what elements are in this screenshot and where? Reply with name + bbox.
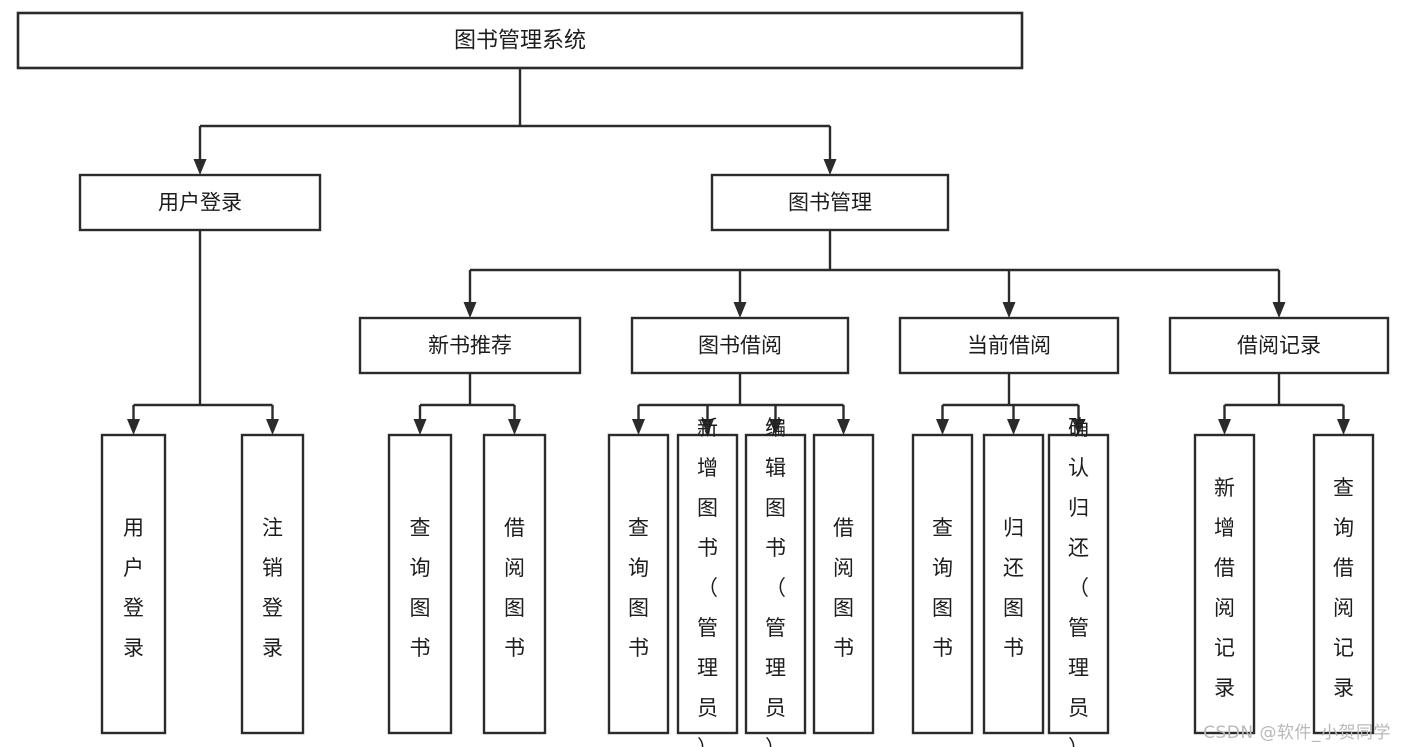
node-label-leaf-add-book-admin: 新增图书（管理员） — [697, 416, 718, 747]
arrow-head-icon — [413, 419, 427, 435]
arrow-head-icon — [1272, 302, 1286, 318]
node-label-leaf-borrow-book-1: 借阅图书 — [504, 516, 525, 660]
node-leaf-confirm-return-admin[interactable]: 确认归还（管理员） — [1047, 416, 1110, 747]
node-box-leaf-query-borrow-record[interactable] — [1312, 433, 1375, 735]
node-box-leaf-borrow-book-1[interactable] — [482, 433, 547, 735]
node-box-book-borrow[interactable] — [630, 316, 850, 375]
node-box-leaf-add-borrow-record[interactable] — [1193, 433, 1256, 735]
node-label-leaf-edit-book-admin: 编辑图书（管理员） — [765, 416, 786, 747]
node-label-user-login: 用户登录 — [158, 191, 242, 215]
node-label-leaf-add-borrow-record: 新增借阅记录 — [1214, 476, 1235, 700]
node-label-leaf-user-logout: 注销登录 — [262, 516, 283, 660]
arrow-head-icon — [508, 419, 521, 435]
edges-from-borrow-record — [1218, 373, 1350, 435]
arrow-head-icon — [769, 419, 782, 435]
node-root[interactable]: 图书管理系统 — [16, 11, 1024, 70]
node-box-leaf-confirm-return-admin[interactable] — [1047, 433, 1110, 735]
node-leaf-query-book-3[interactable]: 查询图书 — [911, 433, 974, 735]
node-leaf-borrow-book-1[interactable]: 借阅图书 — [482, 433, 547, 735]
node-leaf-edit-book-admin[interactable]: 编辑图书（管理员） — [744, 416, 807, 747]
node-label-new-book-recommend: 新书推荐 — [428, 334, 512, 358]
arrow-head-icon — [701, 419, 714, 435]
arrow-head-icon — [266, 419, 279, 435]
node-leaf-add-borrow-record[interactable]: 新增借阅记录 — [1193, 433, 1256, 735]
node-label-borrow-record: 借阅记录 — [1237, 334, 1321, 358]
node-leaf-query-book-1[interactable]: 查询图书 — [387, 433, 453, 735]
node-box-borrow-record[interactable] — [1168, 316, 1390, 375]
node-box-leaf-return-book[interactable] — [982, 433, 1045, 735]
node-leaf-borrow-book-2[interactable]: 借阅图书 — [812, 433, 875, 735]
connector-layer — [127, 68, 1350, 435]
node-label-leaf-query-book-2: 查询图书 — [628, 516, 649, 660]
node-label-leaf-borrow-book-2: 借阅图书 — [833, 516, 854, 660]
node-label-current-borrow: 当前借阅 — [967, 334, 1051, 358]
node-label-book-manage: 图书管理 — [788, 191, 872, 215]
arrow-head-icon — [733, 302, 747, 318]
arrow-head-icon — [463, 302, 477, 318]
arrow-head-icon — [632, 419, 645, 435]
node-borrow-record[interactable]: 借阅记录 — [1168, 316, 1390, 375]
edges-from-user-login — [127, 230, 279, 435]
node-box-leaf-user-login[interactable] — [100, 433, 167, 735]
node-box-current-borrow[interactable] — [898, 316, 1120, 375]
node-layer: 图书管理系统用户登录图书管理新书推荐图书借阅当前借阅借阅记录用户登录注销登录查询… — [16, 11, 1390, 747]
edges-from-book-borrow — [632, 373, 850, 435]
node-label-book-borrow: 图书借阅 — [698, 334, 782, 358]
node-leaf-user-logout[interactable]: 注销登录 — [240, 433, 305, 735]
node-current-borrow[interactable]: 当前借阅 — [898, 316, 1120, 375]
node-user-login[interactable]: 用户登录 — [78, 173, 322, 232]
node-box-user-login[interactable] — [78, 173, 322, 232]
node-book-borrow[interactable]: 图书借阅 — [630, 316, 850, 375]
arrow-head-icon — [1072, 419, 1085, 435]
node-box-leaf-borrow-book-2[interactable] — [812, 433, 875, 735]
arrow-head-icon — [1002, 302, 1016, 318]
node-box-leaf-edit-book-admin[interactable] — [744, 433, 807, 735]
node-box-root[interactable] — [16, 11, 1024, 70]
edges-from-root — [193, 68, 837, 175]
arrow-head-icon — [823, 159, 837, 175]
node-box-leaf-query-book-1[interactable] — [387, 433, 453, 735]
node-label-leaf-query-book-1: 查询图书 — [410, 516, 431, 660]
arrow-head-icon — [1337, 419, 1350, 435]
node-box-leaf-add-book-admin[interactable] — [676, 433, 739, 735]
node-box-leaf-user-logout[interactable] — [240, 433, 305, 735]
node-leaf-add-book-admin[interactable]: 新增图书（管理员） — [676, 416, 739, 747]
node-box-new-book-recommend[interactable] — [358, 316, 582, 375]
edges-from-new-book-recommend — [413, 373, 521, 435]
node-label-leaf-query-borrow-record: 查询借阅记录 — [1333, 476, 1354, 700]
edges-from-current-borrow — [936, 373, 1085, 435]
node-box-leaf-query-book-2[interactable] — [607, 433, 670, 735]
arrow-head-icon — [1218, 419, 1231, 435]
node-new-book-recommend[interactable]: 新书推荐 — [358, 316, 582, 375]
arrow-head-icon — [127, 419, 140, 435]
arrow-head-icon — [837, 419, 850, 435]
arrow-head-icon — [936, 419, 949, 435]
node-label-leaf-query-book-3: 查询图书 — [932, 516, 953, 660]
arrow-head-icon — [1007, 419, 1020, 435]
node-label-leaf-user-login: 用户登录 — [123, 516, 144, 660]
node-leaf-user-login[interactable]: 用户登录 — [100, 433, 167, 735]
node-book-manage[interactable]: 图书管理 — [710, 173, 950, 232]
node-label-leaf-confirm-return-admin: 确认归还（管理员） — [1068, 416, 1089, 747]
node-leaf-return-book[interactable]: 归还图书 — [982, 433, 1045, 735]
node-label-leaf-return-book: 归还图书 — [1003, 516, 1024, 660]
node-box-book-manage[interactable] — [710, 173, 950, 232]
node-leaf-query-borrow-record[interactable]: 查询借阅记录 — [1312, 433, 1375, 735]
node-box-leaf-query-book-3[interactable] — [911, 433, 974, 735]
edges-from-book-manage — [463, 230, 1286, 318]
node-label-root: 图书管理系统 — [454, 29, 586, 54]
arrow-head-icon — [193, 159, 207, 175]
node-leaf-query-book-2[interactable]: 查询图书 — [607, 433, 670, 735]
